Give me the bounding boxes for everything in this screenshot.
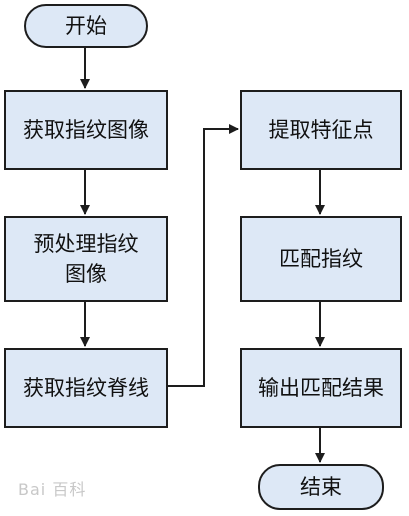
node-get-ridge-label: 获取指纹脊线 <box>23 376 149 400</box>
node-match-label: 匹配指纹 <box>279 247 363 271</box>
node-match: 匹配指纹 <box>240 216 402 302</box>
node-start-label: 开始 <box>65 14 107 38</box>
arrow-get-ridge-to-extract <box>166 124 239 387</box>
node-output: 输出匹配结果 <box>240 348 402 428</box>
node-extract: 提取特征点 <box>240 90 402 170</box>
node-output-label: 输出匹配结果 <box>258 376 384 400</box>
node-start: 开始 <box>24 4 148 48</box>
node-extract-label: 提取特征点 <box>268 118 374 142</box>
node-get-image: 获取指纹图像 <box>4 90 168 170</box>
node-get-ridge: 获取指纹脊线 <box>4 348 168 428</box>
baidu-watermark: Bai 百科 <box>18 476 86 500</box>
node-preprocess: 预处理指纹 图像 <box>4 216 168 302</box>
node-end-label: 结束 <box>300 475 342 499</box>
node-get-image-label: 获取指纹图像 <box>23 118 149 142</box>
node-preprocess-label: 预处理指纹 图像 <box>33 232 139 286</box>
watermark-text: Bai 百科 <box>18 480 87 499</box>
node-end: 结束 <box>258 464 384 510</box>
